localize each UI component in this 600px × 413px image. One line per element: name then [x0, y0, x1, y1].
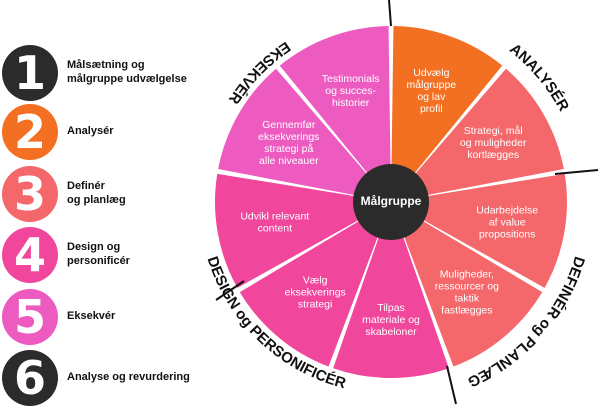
- wheel-segment-2: [411, 68, 564, 197]
- step-number: 6: [13, 351, 46, 405]
- center-label: Målgruppe: [361, 194, 422, 208]
- phase-divider-2: [554, 169, 599, 175]
- step-label: Design og personificér: [67, 241, 130, 267]
- step-number: 4: [13, 228, 46, 282]
- step-circle: 3: [2, 166, 58, 222]
- step-circle: 6: [2, 350, 58, 406]
- step-number: 5: [13, 290, 46, 344]
- step-label: Eksekvér: [67, 310, 116, 323]
- legend-item-1: 1 Målsætning og målgruppe udvælgelse: [0, 43, 220, 103]
- wheel-segment-7: [215, 173, 364, 288]
- step-label: Målsætning og målgruppe udvælgelse: [67, 59, 187, 85]
- step-circle: 1: [2, 45, 58, 101]
- wheel-segment-8: [218, 68, 371, 197]
- legend-item-2: 2 Analysér: [0, 102, 220, 162]
- legend-item-6: 6 Analyse og revurdering: [0, 348, 220, 408]
- step-number: 2: [13, 105, 46, 159]
- wheel-segment-6: [239, 218, 380, 367]
- step-circle: 2: [2, 104, 58, 160]
- step-label: Analysér: [67, 125, 114, 138]
- legend-item-4: 4 Design og personificér: [0, 225, 220, 285]
- phase-divider-1: [388, 0, 392, 27]
- phase-divider-3: [446, 365, 457, 405]
- wheel-segment-1: [391, 26, 503, 178]
- step-number: 3: [13, 167, 46, 221]
- wheel-segment-9: [279, 26, 391, 178]
- step-legend: 1 Målsætning og målgruppe udvælgelse 2 A…: [0, 0, 220, 413]
- legend-item-5: 5 Eksekvér: [0, 287, 220, 347]
- phase-divider-4: [215, 280, 245, 301]
- wheel-segment-4: [402, 218, 543, 367]
- center-circle: [353, 164, 429, 240]
- step-circle: 5: [2, 289, 58, 345]
- step-label: Definér og planlæg: [67, 180, 126, 206]
- step-circle: 4: [2, 227, 58, 283]
- wheel-segment-3: [418, 173, 567, 288]
- step-label: Analyse og revurdering: [67, 371, 190, 384]
- step-number: 1: [13, 46, 46, 100]
- wheel-segment-5: [333, 232, 449, 378]
- legend-item-3: 3 Definér og planlæg: [0, 164, 220, 224]
